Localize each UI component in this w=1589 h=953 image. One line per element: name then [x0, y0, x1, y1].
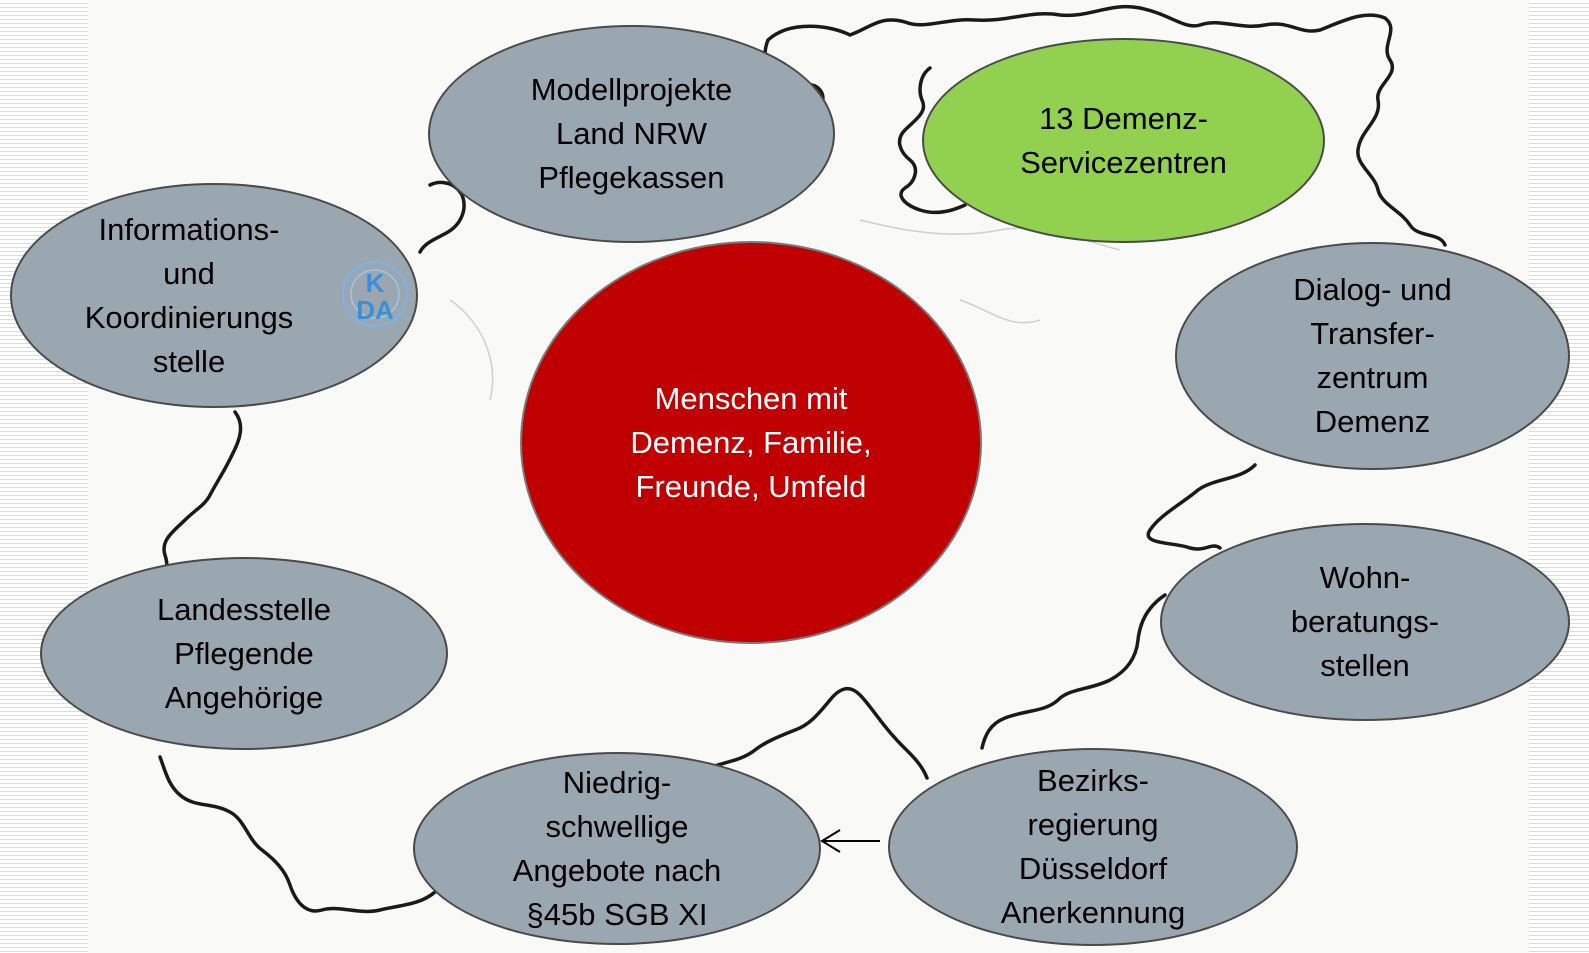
node-bezirksregierung: Bezirks- regierung Düsseldorf Anerkennun…: [888, 748, 1298, 946]
node-dialog-transfer-label: Dialog- und Transfer- zentrum Demenz: [1293, 272, 1452, 439]
right-stripe-decoration: [1529, 0, 1589, 953]
node-wohnberatung-label: Wohn- beratungs- stellen: [1290, 560, 1440, 683]
node-wohnberatung: Wohn- beratungs- stellen: [1160, 523, 1570, 721]
svg-text:K: K: [366, 268, 385, 298]
node-niedrigschwellig-label: Niedrig- schwellige Angebote nach §45b S…: [512, 764, 722, 932]
left-stripe-decoration: [0, 0, 88, 953]
node-niedrigschwellig: Niedrig- schwellige Angebote nach §45b S…: [413, 752, 821, 945]
node-landesstelle-label: Landesstelle Pflegende Angehörige: [156, 591, 332, 715]
node-demenz-servicezentren-label: 13 Demenz- Servicezentren: [1020, 100, 1227, 180]
svg-text:DA: DA: [356, 295, 394, 325]
node-center-label: Menschen mit Demenz, Familie, Freunde, U…: [630, 380, 872, 504]
node-modellprojekte-label: Modellprojekte Land NRW Pflegekassen: [530, 72, 733, 195]
node-demenz-servicezentren: 13 Demenz- Servicezentren: [922, 38, 1325, 243]
kda-logo-icon: K DA: [342, 261, 408, 327]
node-dialog-transfer: Dialog- und Transfer- zentrum Demenz: [1175, 242, 1570, 470]
node-center-menschen: Menschen mit Demenz, Familie, Freunde, U…: [520, 241, 982, 644]
node-landesstelle: Landesstelle Pflegende Angehörige: [40, 557, 448, 750]
connector-arrow-head: [820, 829, 841, 853]
node-modellprojekte: Modellprojekte Land NRW Pflegekassen: [428, 25, 835, 243]
node-informationsstelle-label: Informations- und Koordinierungs stelle: [84, 211, 294, 379]
node-bezirksregierung-label: Bezirks- regierung Düsseldorf Anerkennun…: [1000, 763, 1186, 930]
node-informationsstelle: Informations- und Koordinierungs stelle: [10, 183, 418, 408]
